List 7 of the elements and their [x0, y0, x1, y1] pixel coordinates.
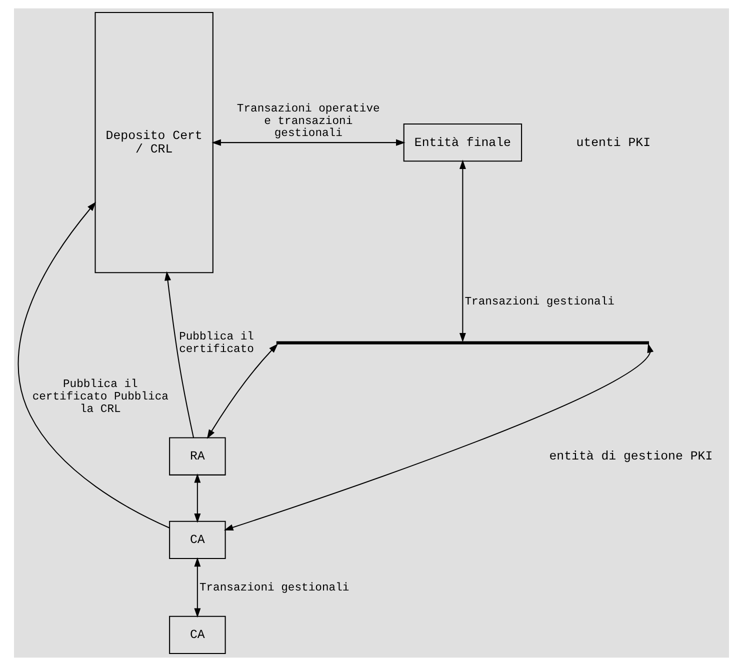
- edge-label: Pubblica il certificato Pubblica la CRL: [32, 378, 168, 416]
- edge-label: Transazioni gestionali: [198, 582, 349, 594]
- label: utenti PKI: [576, 136, 650, 150]
- label: entità di gestione PKI: [548, 450, 712, 464]
- edge-label: Transazioni gestionali: [464, 296, 614, 308]
- edge-label: Pubblica il certificato: [178, 332, 254, 356]
- edge-label: Transazioni operative e transazioni gestionali: [236, 103, 380, 140]
